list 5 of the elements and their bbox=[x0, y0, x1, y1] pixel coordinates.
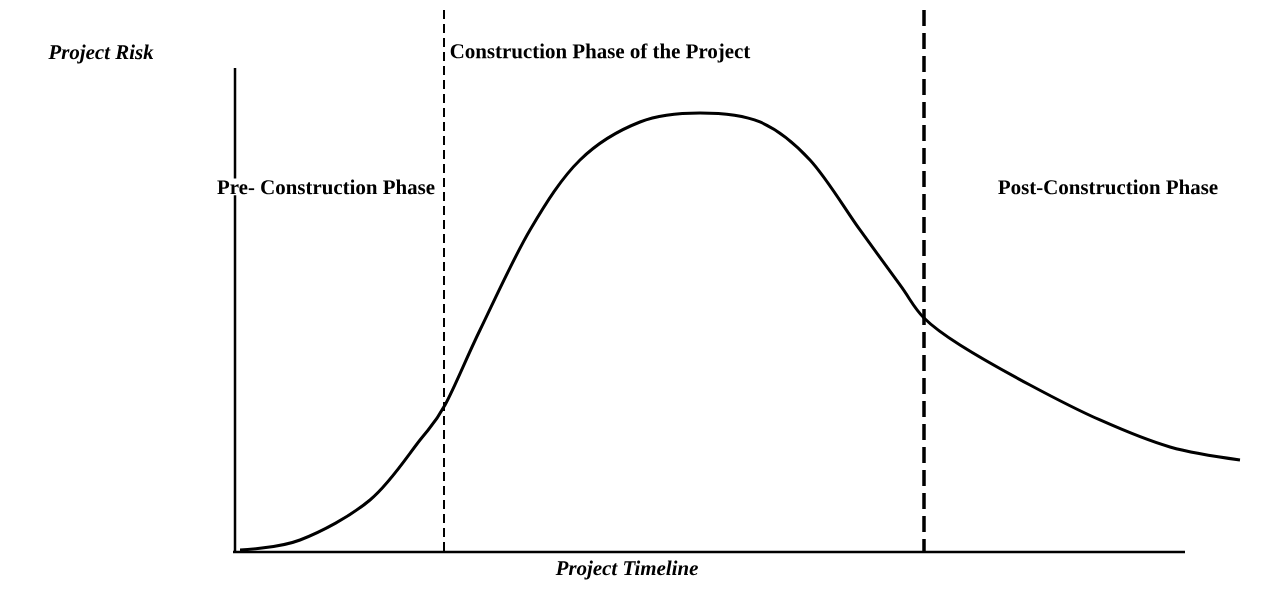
axis-title: Project Timeline bbox=[554, 559, 700, 581]
phase-label: Post-Construction Phase bbox=[996, 178, 1220, 196]
phase-title: Construction Phase of the Project bbox=[448, 42, 752, 64]
axis-title: Project Risk bbox=[47, 43, 155, 65]
phase-label: Pre- Construction Phase bbox=[215, 178, 437, 196]
